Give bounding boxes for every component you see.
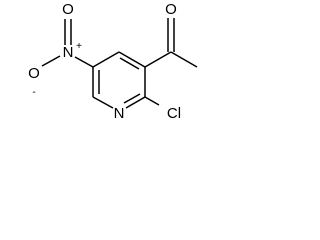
ring-bond-c4-c5 [92, 51, 120, 68]
ring-double-bond-n1-c2 [123, 93, 141, 104]
ring-double-bond-c3-c4 [119, 57, 140, 70]
atom-label-oxygen-nitro-top: O [62, 1, 74, 18]
atom-label-chlorine: Cl [167, 105, 181, 122]
ring-bond-c6-n1 [92, 96, 114, 109]
charge-label-nitro-nitrogen: + [76, 41, 82, 52]
chemical-structure-diagram: O O N + O - N Cl [28, 1, 198, 122]
atom-label-nitrogen-ring: N [114, 105, 125, 122]
nitro-bond-ring [74, 56, 94, 68]
atom-label-nitrogen-nitro: N [63, 44, 74, 61]
acetyl-bond-ring-carbonyl [144, 51, 172, 68]
atom-label-oxygen-carbonyl: O [165, 1, 177, 18]
acetyl-methyl-bond [170, 51, 198, 68]
chlorine-bond [144, 96, 160, 106]
ring-bond-n1-c2 [125, 96, 146, 109]
charge-label-nitro-oxygen-left: - [32, 87, 35, 98]
ring-bond-c3-c4 [118, 51, 146, 68]
nitro-single-bond-o [41, 55, 61, 67]
atom-label-oxygen-nitro-left: O [28, 65, 40, 82]
